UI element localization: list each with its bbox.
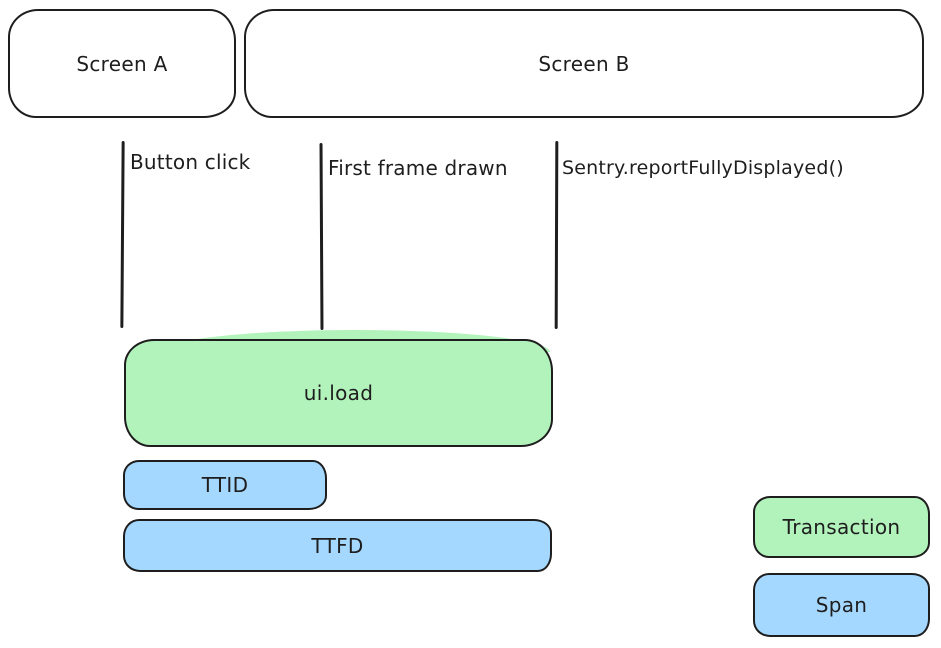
legend-transaction-label: Transaction [782, 515, 901, 539]
uiload-transaction-bar: ui.load [124, 339, 553, 447]
button-click-marker-line [120, 140, 125, 329]
screen-b-label: Screen B [538, 51, 630, 76]
ttid-span-bar: TTID [123, 460, 327, 510]
report-fully-displayed-label: Sentry.reportFullyDisplayed() [562, 157, 844, 179]
legend-span-box: Span [753, 573, 930, 637]
screen-a-label: Screen A [76, 51, 168, 76]
screen-b-box: Screen B [244, 9, 924, 118]
screen-a-box: Screen A [8, 9, 236, 118]
legend-span-label: Span [815, 593, 868, 617]
button-click-label: Button click [130, 150, 251, 174]
ttfd-span-bar: TTFD [123, 519, 552, 572]
uiload-bar-label: ui.load [303, 381, 374, 405]
legend-transaction-box: Transaction [753, 496, 930, 558]
first-frame-drawn-marker-line [319, 142, 324, 331]
first-frame-drawn-label: First frame drawn [328, 156, 508, 180]
ttid-bar-label: TTID [201, 473, 249, 497]
ttfd-bar-label: TTFD [311, 533, 364, 558]
report-fully-displayed-marker-line [554, 140, 559, 330]
